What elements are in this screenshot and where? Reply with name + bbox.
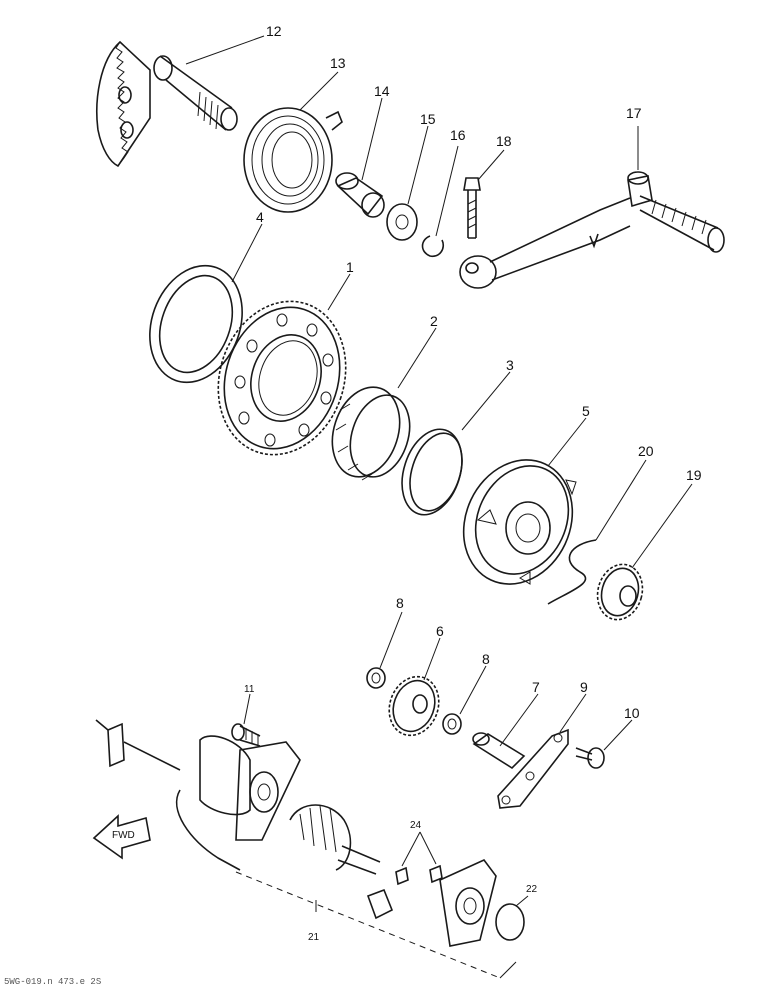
footer-code: 5WG-019.n 473.e 2S: [4, 977, 101, 987]
callout-20: 20: [638, 443, 654, 459]
callout-12: 12: [266, 23, 282, 39]
callout-7: 7: [532, 679, 540, 695]
callout-11: 11: [244, 684, 255, 695]
callout-8b: 8: [482, 651, 490, 667]
callout-4: 4: [256, 209, 264, 225]
part-20-spring-clip: [547, 539, 597, 605]
callout-16: 16: [450, 127, 466, 143]
part-3-ring: [401, 428, 463, 516]
part-22-o-ring: [495, 903, 525, 941]
callout-18: 18: [496, 133, 512, 149]
gear-holes: [234, 313, 334, 447]
part-1-starter-gear: [217, 300, 347, 456]
callout-24: 24: [410, 820, 422, 831]
part-15-washer: [386, 203, 418, 241]
callout-17: 17: [626, 105, 642, 121]
callout-3: 3: [506, 357, 514, 373]
end-cover: [439, 859, 497, 947]
callout-22: 22: [526, 884, 538, 895]
callout-19: 19: [686, 467, 702, 483]
callout-2: 2: [430, 313, 438, 329]
part-24-brushes: [366, 864, 443, 920]
part-14-collar: [335, 172, 385, 218]
part-17-kick-lever: [459, 171, 725, 289]
part-19-small-gear: [596, 563, 644, 621]
callout-14: 14: [374, 83, 390, 99]
callout-21: 21: [308, 932, 320, 943]
leader-lines: [185, 35, 693, 912]
part-4-ring: [149, 264, 243, 384]
part-11-bolt: [231, 723, 261, 747]
callout-5: 5: [582, 403, 590, 419]
callout-13: 13: [330, 55, 346, 71]
part-10-screw: [575, 747, 605, 769]
callout-9: 9: [580, 679, 588, 695]
part-2-oneway-clutch: [331, 386, 411, 481]
part-16-circlip: [421, 235, 445, 258]
part-21-starter-motor: [95, 719, 381, 875]
callout-8a: 8: [396, 595, 404, 611]
assembly-line-21: [235, 871, 517, 979]
callout-15: 15: [420, 111, 436, 127]
callout-10: 10: [624, 705, 640, 721]
part-12-kick-shaft: [96, 40, 238, 168]
callout-6: 6: [436, 623, 444, 639]
fwd-label: FWD: [112, 830, 135, 841]
part-18-bolt: [463, 177, 481, 239]
callout-numbers: 12 13 14 15 16 18 17 4 1 2 3 5 20 19 8 6…: [244, 23, 702, 943]
callout-1: 1: [346, 259, 354, 275]
part-7-shaft: [472, 732, 526, 770]
part-13-spring: [243, 107, 343, 213]
part-5-clutch-housing: [462, 459, 577, 585]
part-6-idle-gear: [388, 675, 440, 737]
part-8-washer-a: [366, 667, 386, 689]
part-9-plate: [497, 728, 569, 809]
fwd-arrow-icon: FWD: [92, 814, 151, 860]
part-8-washer-b: [442, 713, 462, 735]
